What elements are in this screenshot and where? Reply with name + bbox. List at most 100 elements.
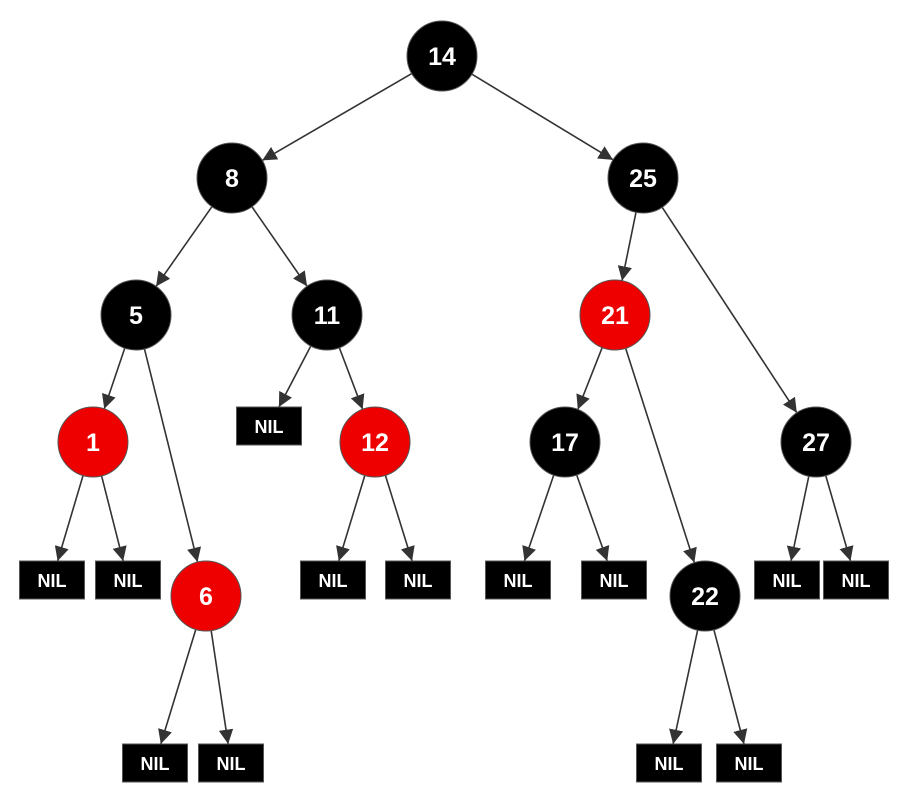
edge-n1-nil1L	[54, 475, 84, 562]
edge-n17-nil17L	[522, 474, 555, 562]
node-label-21: 21	[601, 302, 629, 330]
edge-n6-nil6L	[158, 629, 197, 745]
tree-node-1: 1	[57, 406, 129, 478]
nil-label: NIL	[504, 571, 533, 591]
node-label-14: 14	[428, 43, 456, 71]
edge-n21-n17	[576, 347, 603, 410]
node-circle-21	[579, 279, 651, 351]
nil-box	[485, 560, 551, 600]
nil-label: NIL	[319, 571, 348, 591]
node-label-17: 17	[551, 429, 579, 457]
nil-box	[95, 560, 161, 600]
nil-leaf: NIL	[823, 560, 889, 600]
nil-label: NIL	[255, 417, 284, 437]
tree-node-6: 6	[170, 560, 242, 632]
edge-n8-n11	[251, 206, 308, 287]
node-circle-11	[291, 279, 363, 351]
tree-node-25: 25	[607, 142, 679, 214]
nil-leaf: NIL	[716, 743, 782, 783]
nil-leaf: NIL	[636, 743, 702, 783]
edge-n12-nil12R	[384, 475, 415, 562]
nil-label: NIL	[38, 571, 67, 591]
nil-label: NIL	[141, 754, 170, 774]
nil-label: NIL	[842, 571, 871, 591]
nil-box	[636, 743, 702, 783]
node-circle-8	[196, 142, 268, 214]
tree-node-11: 11	[291, 279, 363, 351]
nil-leaf: NIL	[122, 743, 188, 783]
edge-n8-n5	[155, 206, 213, 287]
nil-leaf: NIL	[754, 560, 820, 600]
nil-box	[581, 560, 647, 600]
nil-leaf: NIL	[19, 560, 85, 600]
node-label-8: 8	[225, 165, 239, 193]
node-circle-22	[669, 560, 741, 632]
tree-node-17: 17	[529, 406, 601, 478]
edge-n12-nil12L	[336, 475, 366, 562]
node-circle-25	[607, 142, 679, 214]
edge-n5-n6	[143, 348, 202, 563]
node-circle-6	[170, 560, 242, 632]
tree-node-14: 14	[406, 20, 478, 92]
edge-n14-n25	[471, 73, 614, 161]
nil-box	[300, 560, 366, 600]
node-circle-12	[339, 406, 411, 478]
nil-leaf: NIL	[198, 743, 264, 783]
edge-n27-nil27R	[824, 475, 854, 562]
nil-box	[122, 743, 188, 783]
node-circle-14	[406, 20, 478, 92]
edge-n22-nil22R	[713, 629, 748, 745]
edge-n27-nil27L	[786, 476, 810, 562]
nil-box	[385, 560, 451, 600]
edge-n25-n27	[661, 206, 798, 414]
tree-node-21: 21	[579, 279, 651, 351]
nil-leaf: NIL	[581, 560, 647, 600]
node-circle-17	[529, 406, 601, 478]
tree-node-27: 27	[780, 406, 852, 478]
nil-leaf: NIL	[300, 560, 366, 600]
nil-leaf: NIL	[385, 560, 451, 600]
edge-n6-nil6R	[210, 630, 234, 745]
edge-n1-nil1R	[100, 475, 127, 562]
tree-node-12: 12	[339, 406, 411, 478]
node-circle-27	[780, 406, 852, 478]
nil-label: NIL	[773, 571, 802, 591]
edge-n17-nil17R	[575, 474, 610, 562]
nil-leaf: NIL	[236, 406, 302, 446]
node-label-22: 22	[691, 583, 719, 611]
edge-n21-n22	[624, 348, 697, 563]
tree-node-5: 5	[100, 279, 172, 351]
nil-box	[716, 743, 782, 783]
tree-node-22: 22	[669, 560, 741, 632]
node-label-25: 25	[629, 165, 657, 193]
nil-label: NIL	[217, 754, 246, 774]
nil-box	[19, 560, 85, 600]
nil-label: NIL	[600, 571, 629, 591]
nil-leaf: NIL	[95, 560, 161, 600]
node-label-11: 11	[314, 302, 341, 330]
node-circle-1	[57, 406, 129, 478]
node-label-27: 27	[802, 429, 830, 457]
edge-n11-nil11L	[278, 345, 312, 408]
edge-n22-nil22L	[669, 630, 699, 745]
nil-label: NIL	[735, 754, 764, 774]
nil-label: NIL	[655, 754, 684, 774]
edge-n25-n21	[617, 212, 637, 281]
edge-n14-n8	[261, 72, 413, 162]
nil-box	[823, 560, 889, 600]
nil-label: NIL	[114, 571, 143, 591]
nil-box	[236, 406, 302, 446]
node-circle-5	[100, 279, 172, 351]
nil-label: NIL	[404, 571, 433, 591]
edges	[54, 72, 854, 745]
node-label-6: 6	[199, 583, 213, 611]
nil-box	[198, 743, 264, 783]
node-label-5: 5	[129, 302, 143, 330]
edge-n5-n1	[102, 347, 126, 410]
nil-box	[754, 560, 820, 600]
edge-n11-n12	[338, 347, 365, 410]
nil-leaf: NIL	[485, 560, 551, 600]
